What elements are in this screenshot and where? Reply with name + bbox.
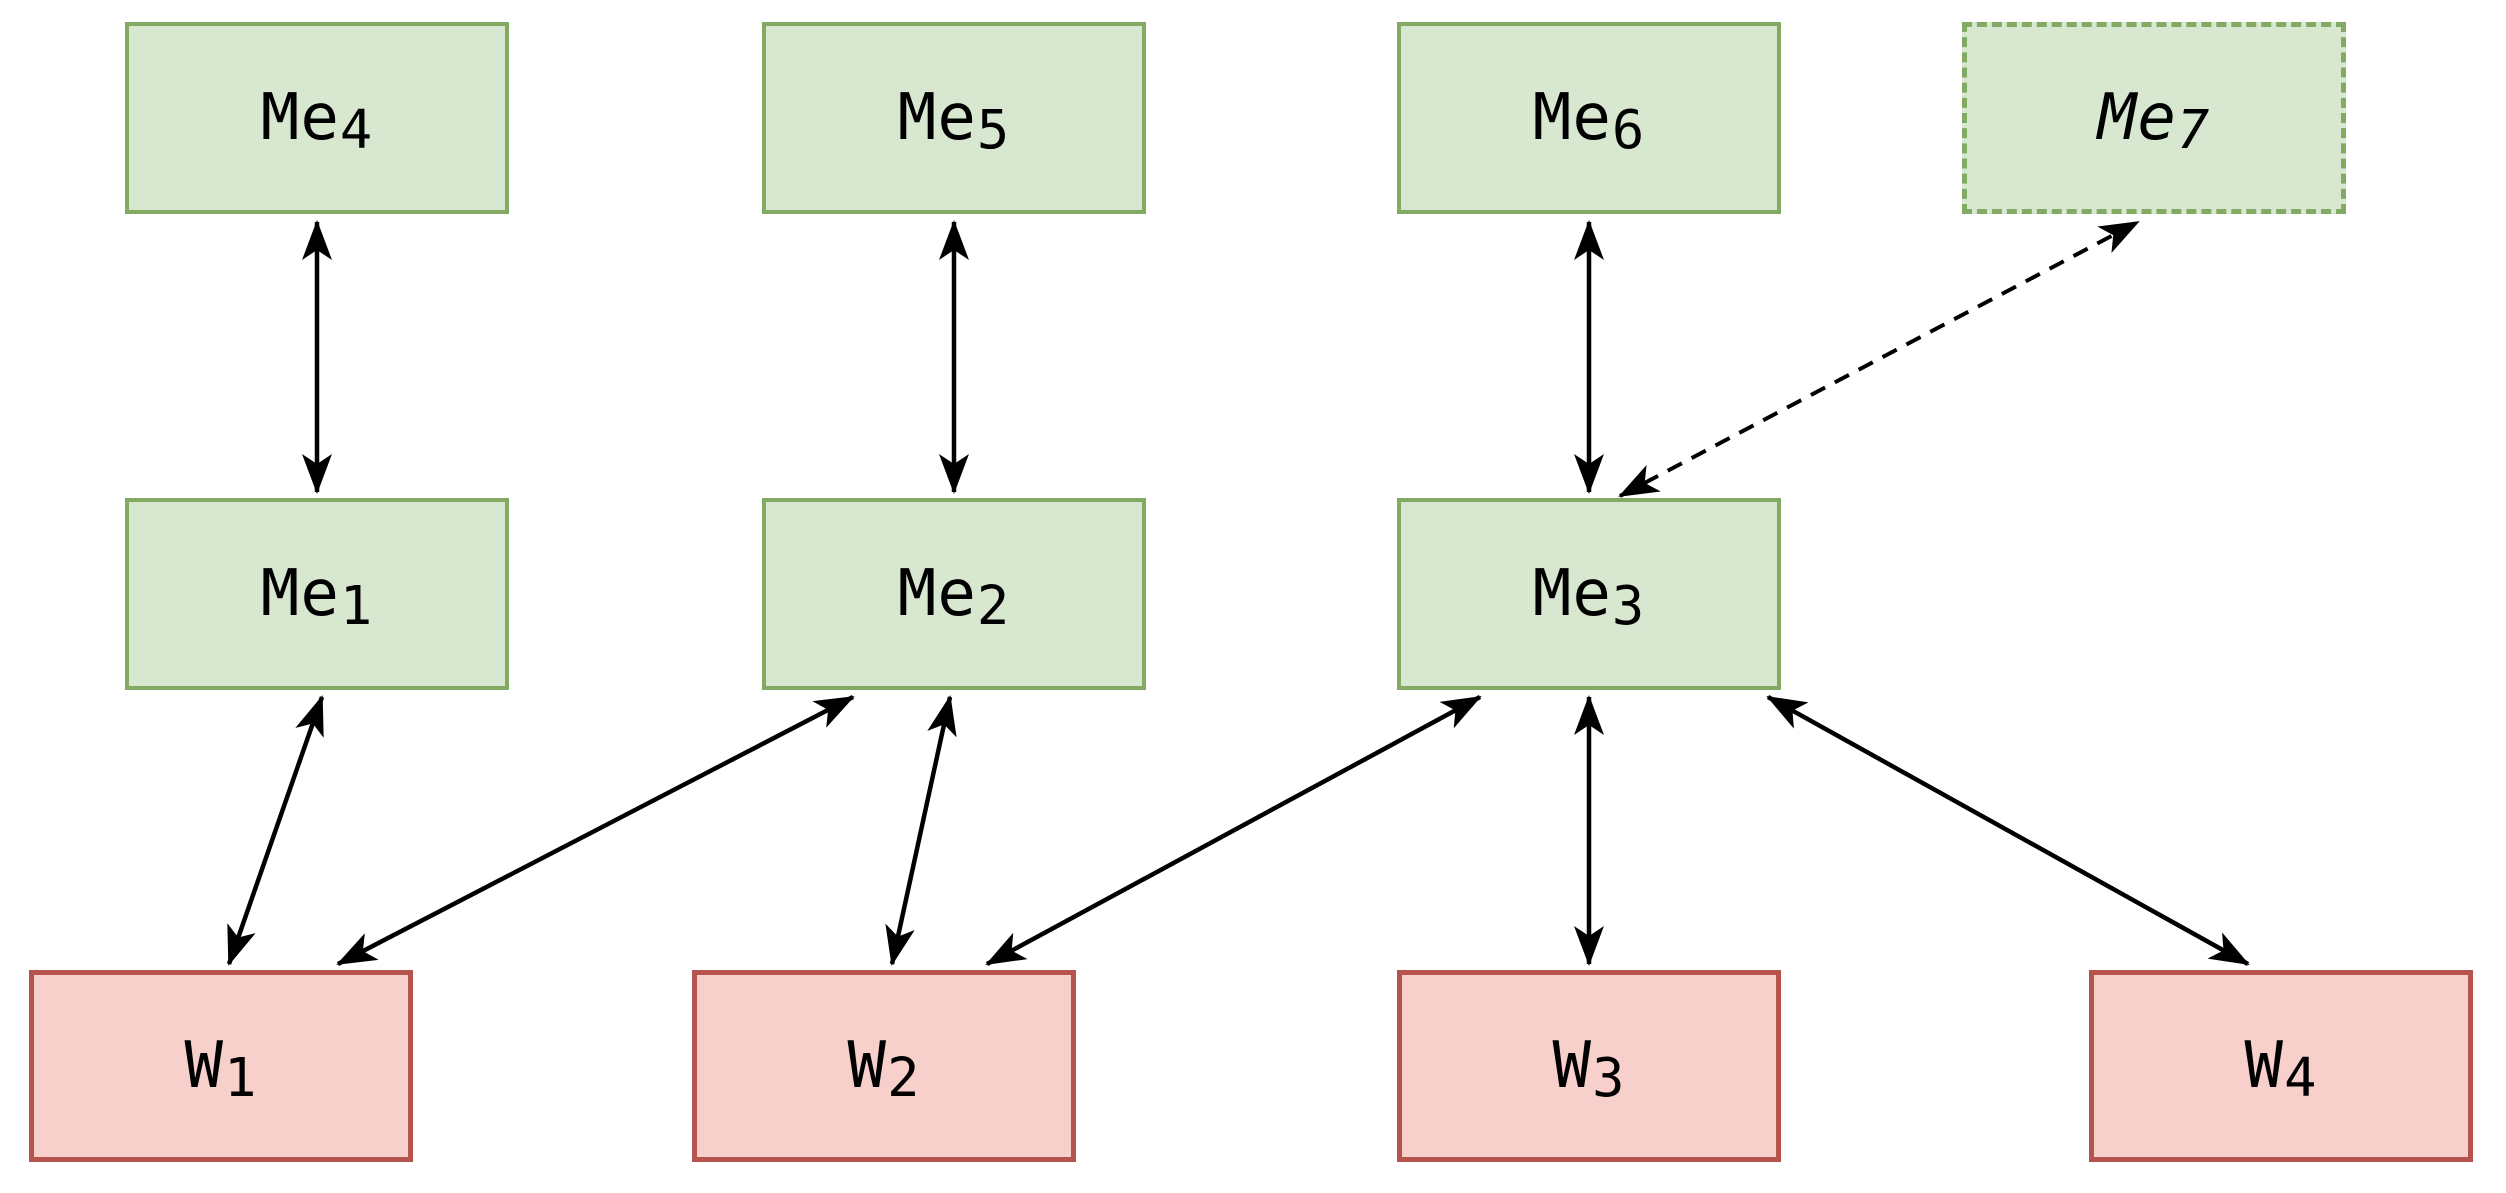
edge-me1-w1 bbox=[226, 695, 325, 966]
edge-me3-me7 bbox=[1618, 220, 2140, 498]
edge-me3-w2 bbox=[985, 695, 1482, 966]
node-label: Me4 bbox=[260, 81, 374, 162]
node-w4: W4 bbox=[2089, 970, 2473, 1162]
node-label: Me7 bbox=[2097, 81, 2211, 162]
node-label: Me1 bbox=[260, 557, 374, 638]
node-label: Me6 bbox=[1532, 81, 1646, 162]
node-label: Me5 bbox=[897, 81, 1011, 162]
node-w1: W1 bbox=[29, 970, 413, 1162]
node-me4: Me4 bbox=[125, 22, 509, 214]
edge-me2-w1 bbox=[336, 695, 855, 966]
edge-me3-w4 bbox=[1766, 695, 2250, 966]
node-w2: W2 bbox=[692, 970, 1076, 1162]
node-me1: Me1 bbox=[125, 498, 509, 690]
edge-me2-w2 bbox=[885, 695, 957, 966]
node-me5: Me5 bbox=[762, 22, 1146, 214]
node-label: Me2 bbox=[897, 557, 1011, 638]
node-label: W1 bbox=[184, 1029, 258, 1110]
node-w3: W3 bbox=[1397, 970, 1781, 1162]
node-me7-ghost: Me7 bbox=[1962, 22, 2346, 214]
node-me2: Me2 bbox=[762, 498, 1146, 690]
node-label: Me3 bbox=[1532, 557, 1646, 638]
node-me3: Me3 bbox=[1397, 498, 1781, 690]
node-label: W2 bbox=[847, 1029, 921, 1110]
node-label: W3 bbox=[1552, 1029, 1626, 1110]
node-label: W4 bbox=[2244, 1029, 2318, 1110]
node-me6: Me6 bbox=[1397, 22, 1781, 214]
